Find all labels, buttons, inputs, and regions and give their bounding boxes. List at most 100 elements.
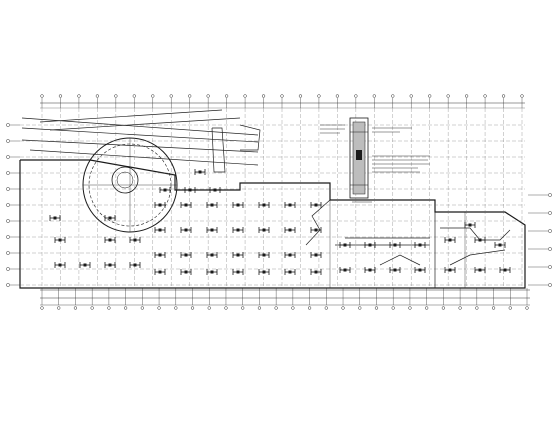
column-mark xyxy=(236,203,240,207)
bottom-axis-bubble xyxy=(441,306,446,310)
right-axis-bubble xyxy=(548,265,552,269)
bottom-axis-bubble xyxy=(458,306,462,310)
left-axis-bubble xyxy=(6,235,10,239)
pile-cap xyxy=(104,215,116,221)
bottom-axis-bubble xyxy=(140,306,144,310)
pile-cap xyxy=(258,202,270,208)
pile-cap xyxy=(129,237,141,243)
pile-cap xyxy=(206,202,218,208)
bottom-axis-bubble xyxy=(40,306,44,310)
top-axis-bubble xyxy=(58,94,63,98)
column-mark xyxy=(213,188,217,192)
pile-cap xyxy=(79,262,91,268)
column-mark xyxy=(210,253,214,257)
bottom-axis-bubble xyxy=(157,306,161,310)
pile-cap xyxy=(154,202,166,208)
column-mark xyxy=(478,268,482,272)
pile-cap xyxy=(232,269,244,275)
bottom-axis-bubble xyxy=(341,306,345,310)
top-axis-bubble xyxy=(428,94,432,98)
column-mark xyxy=(53,216,57,220)
pile-cap xyxy=(180,252,192,258)
top-axis-bubble xyxy=(40,94,44,98)
top-axis-bubble xyxy=(243,94,247,98)
column-mark xyxy=(314,270,318,274)
pile-cap xyxy=(154,252,166,258)
column-mark xyxy=(108,263,112,267)
column-mark xyxy=(314,203,318,207)
column-mark xyxy=(468,223,472,227)
pile-cap xyxy=(339,267,351,273)
pile-cap xyxy=(129,262,141,268)
column-mark xyxy=(314,253,318,257)
top-axis-bubble xyxy=(520,94,524,98)
column-mark xyxy=(448,238,452,242)
column-mark xyxy=(210,228,214,232)
bottom-axis-bubble xyxy=(475,306,479,310)
column-mark xyxy=(262,270,266,274)
top-axis-bubble xyxy=(335,94,340,98)
bottom-axis-bubble xyxy=(57,306,61,310)
bottom-axis-bubble xyxy=(190,306,195,310)
column-mark xyxy=(262,228,266,232)
column-mark xyxy=(368,268,372,272)
column-mark xyxy=(262,253,266,257)
pile-cap xyxy=(180,227,192,233)
pile-cap xyxy=(104,262,116,268)
bottom-dimension-lines xyxy=(40,289,530,306)
top-axis-bubble xyxy=(169,94,173,98)
column-mark xyxy=(236,270,240,274)
column-mark xyxy=(262,203,266,207)
bottom-axis-bubble xyxy=(174,306,178,310)
grid-lines xyxy=(20,108,525,288)
bottom-axis-bubble xyxy=(123,306,128,310)
column-mark xyxy=(343,268,347,272)
top-axis-bubble xyxy=(464,94,469,98)
pile-cap xyxy=(284,252,296,258)
column-mark xyxy=(158,253,162,257)
column-mark xyxy=(184,228,188,232)
top-axis-bubble xyxy=(391,94,395,98)
bottom-axis-bubble xyxy=(408,306,412,310)
left-axis-bubble xyxy=(6,123,10,127)
column-mark xyxy=(236,253,240,257)
pile-cap xyxy=(206,269,218,275)
pile-cap xyxy=(474,267,486,273)
column-mark xyxy=(448,268,452,272)
column-mark xyxy=(108,238,112,242)
left-axis-bubble xyxy=(6,283,10,287)
top-axis-bubble xyxy=(132,94,136,98)
pile-cap xyxy=(444,237,456,243)
pile-cap xyxy=(209,187,221,193)
pile-cap xyxy=(310,269,322,275)
pile-cap xyxy=(154,227,166,233)
top-axis-bubble xyxy=(95,94,100,98)
bottom-axis-bubble xyxy=(241,306,245,310)
pile-caps xyxy=(49,169,511,275)
pile-cap xyxy=(159,187,171,193)
right-axis-bubble xyxy=(548,193,552,197)
bottom-axis-bubble xyxy=(508,306,512,310)
bottom-axis-bubble xyxy=(257,306,262,310)
column-mark xyxy=(58,263,62,267)
pile-cap xyxy=(310,227,322,233)
column-mark xyxy=(184,203,188,207)
pile-cap xyxy=(258,252,270,258)
left-axis-bubble xyxy=(6,219,10,223)
column-mark xyxy=(163,188,167,192)
column-mark xyxy=(198,170,202,174)
interior-beams xyxy=(305,199,511,288)
bottom-axis-bubble xyxy=(491,306,496,310)
top-axis-bubble xyxy=(77,94,81,98)
bottom-axis-bubble xyxy=(358,306,362,310)
column-mark xyxy=(184,253,188,257)
pile-cap xyxy=(206,227,218,233)
pile-cap xyxy=(194,169,206,175)
top-axis-bubble xyxy=(298,94,303,98)
right-axis-bubble xyxy=(548,229,552,233)
bottom-axis-bubble xyxy=(274,306,278,310)
top-axis-bubble xyxy=(224,94,229,98)
left-axis-bubble xyxy=(6,155,10,159)
column-mark xyxy=(210,270,214,274)
column-mark xyxy=(188,188,192,192)
